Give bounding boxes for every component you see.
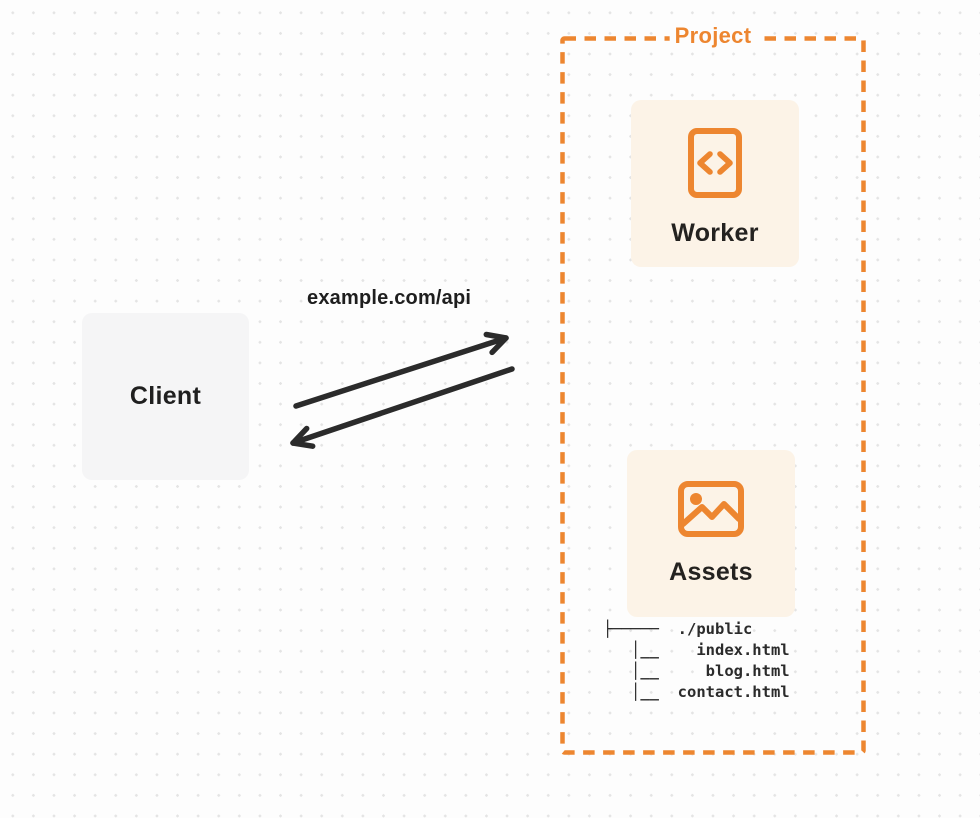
code-file-icon: [688, 128, 742, 198]
response-arrowhead: [290, 425, 316, 449]
assets-label: Assets: [669, 558, 753, 586]
worker-node: Worker: [631, 100, 799, 267]
worker-label: Worker: [671, 219, 759, 247]
file-tree-root: ├───── ./public: [603, 620, 753, 638]
project-boundary: Project Worker Assets ├───── ./public │_…: [560, 23, 866, 755]
request-url-label: example.com/api: [307, 287, 472, 309]
project-label: Project: [669, 23, 757, 49]
assets-node: Assets: [627, 450, 795, 617]
request-arrowhead: [483, 331, 509, 356]
file-tree-item: │__ blog.html: [603, 662, 790, 680]
file-tree: ├───── ./public │__ index.html │__ blog.…: [603, 619, 790, 703]
image-icon: [678, 481, 744, 537]
client-label: Client: [129, 382, 202, 410]
client-node: Client: [82, 313, 249, 480]
response-arrow-line: [290, 366, 515, 446]
file-tree-item: │__ contact.html: [603, 683, 790, 701]
file-tree-item: │__ index.html: [603, 641, 790, 659]
request-arrow-line: [293, 335, 509, 409]
